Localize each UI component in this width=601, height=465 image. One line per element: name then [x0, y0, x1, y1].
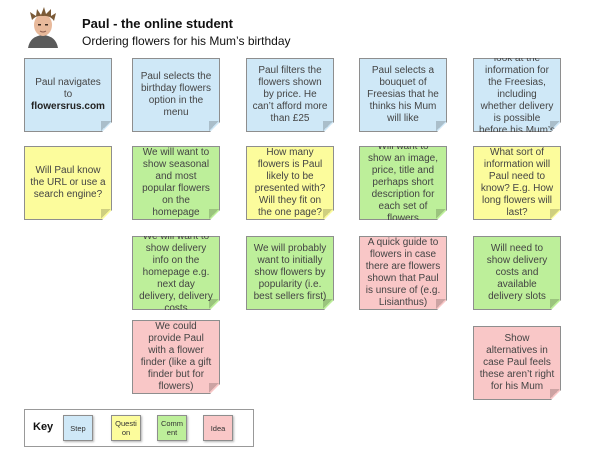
- step-navigate-text: Paul navigates to flowersrus.com: [30, 77, 106, 113]
- idea-flower-finder-text: We could provide Paul with a flower find…: [140, 321, 212, 392]
- comment-show-image-note: Will want to show an image, price, title…: [359, 146, 447, 220]
- page-fold: [323, 121, 333, 131]
- page-fold: [436, 209, 446, 219]
- page-fold: [550, 121, 560, 131]
- key-idea: Idea: [203, 415, 233, 441]
- page-fold: [101, 121, 111, 131]
- comment-popularity-text: We will probably want to initially show …: [253, 243, 327, 302]
- idea-quick-guide-text: A quick guide to flowers in case there a…: [365, 237, 441, 308]
- key-title: Key: [33, 421, 54, 433]
- page-fold: [323, 299, 333, 309]
- page-title: Paul - the online student: [82, 16, 233, 31]
- site-name: flowersrus.com: [31, 101, 105, 112]
- step-select-birthday-note: Paul selects the birthday flowers option…: [132, 58, 220, 132]
- comment-delivery-info-note: We will want to show delivery info on th…: [132, 236, 220, 310]
- question-how-many-text: How many flowers is Paul likely to be pr…: [254, 147, 326, 218]
- page-fold: [436, 299, 446, 309]
- idea-alternatives-note: Show alternatives in case Paul feels the…: [473, 326, 561, 400]
- idea-quick-guide-note: A quick guide to flowers in case there a…: [359, 236, 447, 310]
- step-navigate-note: Paul navigates to flowersrus.com: [24, 58, 112, 132]
- idea-alternatives-text: Show alternatives in case Paul feels the…: [479, 333, 555, 392]
- key-question: Question: [111, 415, 141, 441]
- page-fold: [550, 209, 560, 219]
- step-view-info-text: Paul takes a look at the information for…: [479, 41, 555, 148]
- comment-delivery-costs-text: Will need to show delivery costs and ava…: [486, 243, 548, 302]
- comment-seasonal-text: We will want to show seasonal and most p…: [142, 147, 210, 218]
- key-step: Step: [63, 415, 93, 441]
- comment-delivery-info-text: We will want to show delivery info on th…: [139, 231, 213, 314]
- step-select-bouquet-note: Paul selects a bouquet of Freesias that …: [359, 58, 447, 132]
- page-subtitle: Ordering flowers for his Mum’s birthday: [82, 34, 291, 48]
- comment-popularity-note: We will probably want to initially show …: [246, 236, 334, 310]
- question-url-text: Will Paul know the URL or use a search e…: [30, 165, 106, 200]
- page-fold: [323, 209, 333, 219]
- idea-flower-finder-note: We could provide Paul with a flower find…: [132, 320, 220, 394]
- page-fold: [209, 209, 219, 219]
- legend-key: Key Step Question Comment Idea: [24, 409, 254, 447]
- page-fold: [436, 121, 446, 131]
- step-select-bouquet-text: Paul selects a bouquet of Freesias that …: [367, 65, 439, 124]
- step-filter-price-note: Paul filters the flowers shown by price.…: [246, 58, 334, 132]
- page-fold: [101, 209, 111, 219]
- step-filter-price-text: Paul filters the flowers shown by price.…: [252, 65, 328, 124]
- page-fold: [550, 299, 560, 309]
- question-how-many-note: How many flowers is Paul likely to be pr…: [246, 146, 334, 220]
- avatar: [22, 6, 64, 48]
- step-view-info-note: Paul takes a look at the information for…: [473, 58, 561, 132]
- step-navigate-prefix: Paul navigates to: [35, 77, 101, 100]
- question-url-note: Will Paul know the URL or use a search e…: [24, 146, 112, 220]
- page-fold: [209, 383, 219, 393]
- comment-seasonal-note: We will want to show seasonal and most p…: [132, 146, 220, 220]
- page-fold: [209, 299, 219, 309]
- page-fold: [209, 121, 219, 131]
- page-fold: [550, 389, 560, 399]
- step-select-birthday-text: Paul selects the birthday flowers option…: [140, 71, 212, 118]
- question-information-note: What sort of information will Paul need …: [473, 146, 561, 220]
- question-information-text: What sort of information will Paul need …: [480, 147, 554, 218]
- comment-delivery-costs-note: Will need to show delivery costs and ava…: [473, 236, 561, 310]
- comment-show-image-text: Will want to show an image, price, title…: [367, 141, 439, 224]
- key-comment: Comment: [157, 415, 187, 441]
